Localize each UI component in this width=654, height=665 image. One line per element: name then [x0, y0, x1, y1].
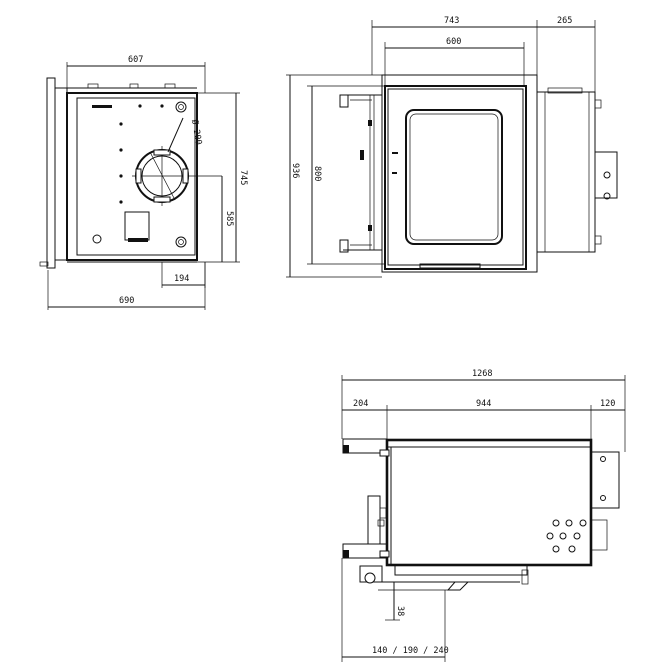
door-glass — [405, 109, 503, 245]
front-frame-edge — [46, 77, 56, 269]
door-frame — [384, 85, 527, 270]
dim-936: 936 — [290, 163, 300, 178]
dim-38: 38 — [395, 606, 405, 616]
air-inlet — [124, 211, 150, 241]
bolt-icon — [175, 236, 187, 248]
dim-140-190-240: 140 / 190 / 240 — [372, 646, 449, 656]
bolt-icon — [552, 519, 560, 527]
dim-600: 600 — [446, 37, 461, 47]
front-body — [66, 92, 198, 261]
bolt-icon — [603, 192, 611, 200]
dim-204: 204 — [353, 399, 368, 409]
dim-690: 690 — [119, 296, 134, 306]
dim-194: 194 — [174, 274, 189, 284]
front-frame-plate — [54, 87, 68, 261]
side-rear-box — [536, 91, 596, 253]
side-view: 743 600 265 936 800 — [286, 16, 618, 278]
bolt-icon — [175, 101, 187, 113]
bolt-icon — [364, 572, 376, 584]
side-connector — [594, 151, 618, 199]
dim-743: 743 — [444, 16, 459, 26]
dim-585: 585 — [224, 211, 234, 226]
bolt-icon — [92, 234, 102, 244]
dim-745: 745 — [238, 170, 248, 185]
bolt-icon — [603, 171, 611, 179]
top-body — [385, 438, 593, 567]
flue-diameter-label: Ø 200 — [189, 119, 204, 146]
dim-265: 265 — [557, 16, 572, 26]
front-inner-panel — [76, 97, 196, 256]
top-rear-connector — [590, 451, 620, 509]
dim-800: 800 — [312, 166, 322, 181]
dim-120: 120 — [600, 399, 615, 409]
dim-944: 944 — [476, 399, 491, 409]
dim-1268: 1268 — [472, 369, 492, 379]
top-view: 1268 204 944 120 140 / 190 / 240 38 — [341, 369, 626, 662]
dim-607: 607 — [128, 55, 143, 65]
front-view: Ø 200 607 690 745 585 194 — [39, 55, 248, 310]
